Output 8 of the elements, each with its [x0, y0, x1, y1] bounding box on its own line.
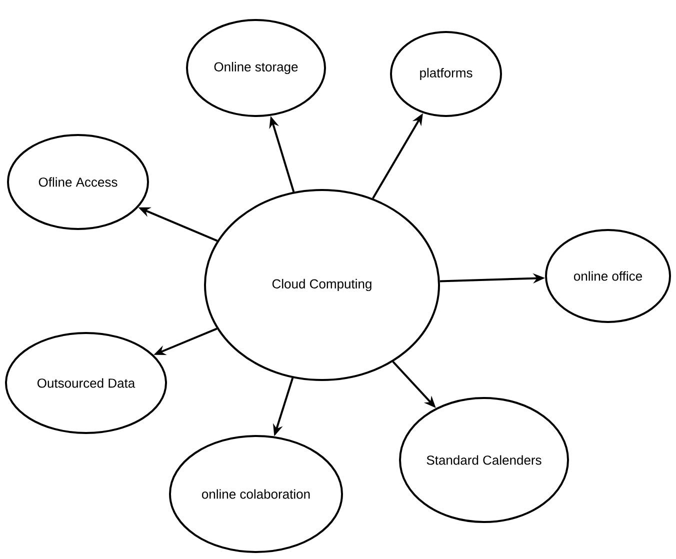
- ellipse-node: platforms: [390, 31, 502, 117]
- ellipse-node: Ofline Access: [7, 134, 149, 230]
- ellipse-node: online colaboration: [169, 435, 343, 553]
- ellipse-node: Cloud Computing: [204, 189, 440, 381]
- ellipse-node: Standard Calenders: [399, 397, 569, 523]
- ellipse-node: Online storage: [186, 19, 326, 117]
- ellipse-node: online office: [545, 229, 671, 323]
- ellipse-node: Outsourced Data: [5, 332, 167, 434]
